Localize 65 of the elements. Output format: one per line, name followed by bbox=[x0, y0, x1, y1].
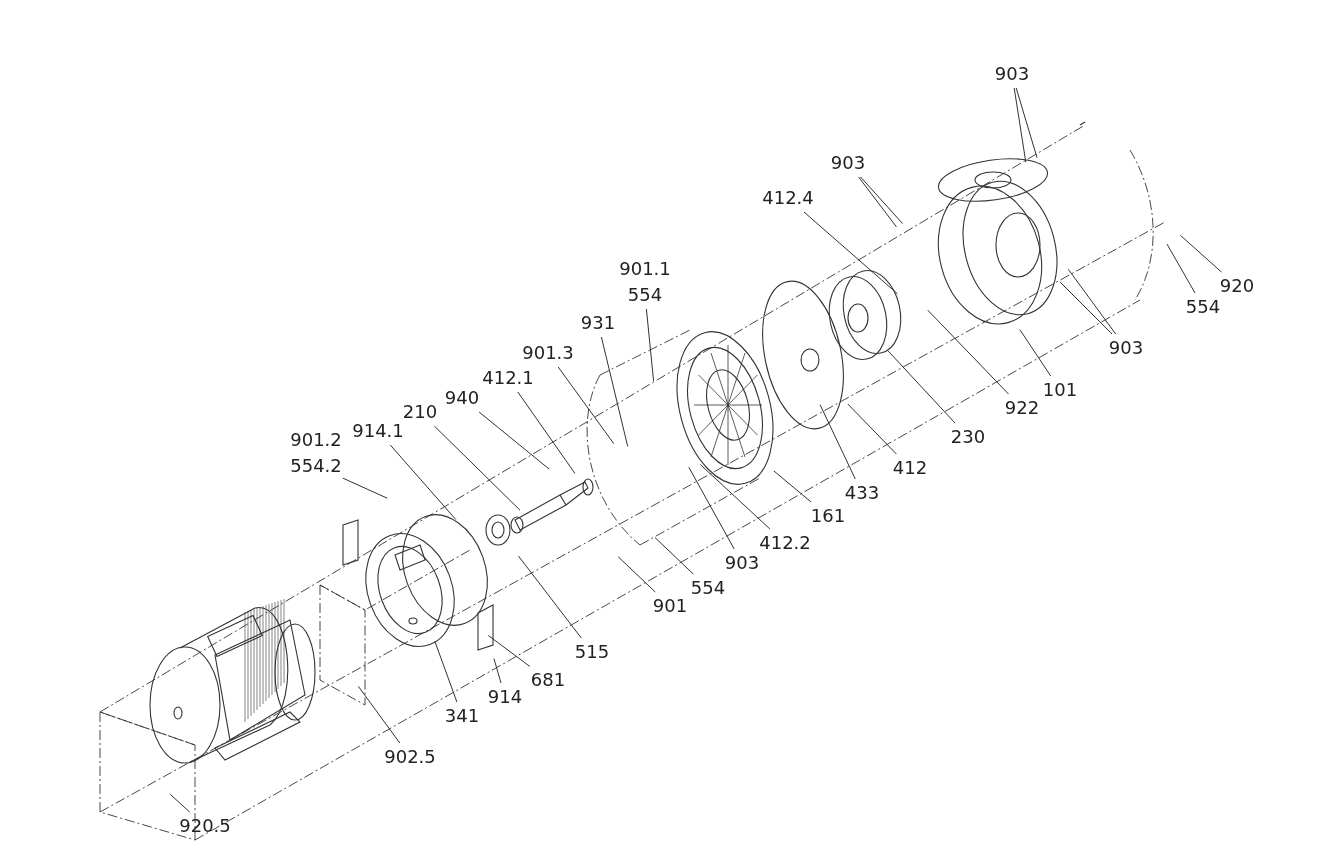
leader-line bbox=[927, 309, 1009, 395]
leader-line bbox=[169, 793, 191, 813]
callout-number: 554 bbox=[1185, 295, 1221, 319]
callout-number: 914.1 bbox=[352, 419, 404, 443]
leader-line bbox=[518, 555, 582, 639]
leader-line bbox=[860, 176, 904, 225]
leader-line bbox=[688, 466, 735, 550]
leader-line bbox=[1179, 234, 1222, 273]
leader-line bbox=[1166, 243, 1196, 294]
callout-number: 412.4 bbox=[762, 186, 814, 210]
callout-number: 681 bbox=[530, 668, 566, 692]
leader-line bbox=[487, 634, 531, 667]
callout-number: 341 bbox=[444, 704, 480, 728]
leader-line bbox=[342, 477, 388, 499]
callout-number: 903 bbox=[1108, 336, 1144, 360]
leader-line bbox=[1059, 281, 1113, 335]
callout-number: 412.1 bbox=[482, 366, 534, 390]
callout-number: 210 bbox=[402, 400, 438, 424]
leader-line bbox=[1067, 268, 1117, 335]
callout-number: 940 bbox=[444, 386, 480, 410]
callout-number: 920 bbox=[1219, 274, 1255, 298]
callout-number: 903 bbox=[724, 551, 760, 575]
leader-line bbox=[819, 404, 856, 480]
leader-line bbox=[389, 444, 457, 520]
callout-number: 901.2 bbox=[290, 428, 342, 452]
leader-line bbox=[434, 640, 458, 703]
leader-line bbox=[557, 366, 615, 445]
callout-number: 931 bbox=[580, 311, 616, 335]
callout-number: 412 bbox=[892, 456, 928, 480]
callout-number: 554 bbox=[627, 283, 663, 307]
leader-line bbox=[517, 391, 576, 474]
callout-number: 230 bbox=[950, 425, 986, 449]
leader-line bbox=[803, 211, 898, 295]
leader-line bbox=[433, 425, 521, 511]
callout-number: 515 bbox=[574, 640, 610, 664]
callout-number: 903 bbox=[830, 151, 866, 175]
leader-line bbox=[654, 537, 694, 575]
callout-number: 554 bbox=[690, 576, 726, 600]
leader-line bbox=[645, 308, 655, 382]
callout-number: 901.3 bbox=[522, 341, 574, 365]
leader-line bbox=[478, 411, 550, 470]
callout-number: 920.5 bbox=[179, 814, 231, 838]
callout-number: 902.5 bbox=[384, 745, 436, 769]
callout-number: 412.2 bbox=[759, 531, 811, 555]
callout-number: 901.1 bbox=[619, 257, 671, 281]
leader-line bbox=[699, 464, 771, 530]
leader-line bbox=[617, 556, 656, 593]
callout-number: 903 bbox=[994, 62, 1030, 86]
leader-line bbox=[773, 470, 812, 503]
callout-number: 554.2 bbox=[290, 454, 342, 478]
leader-line bbox=[357, 685, 401, 744]
leader-line bbox=[1013, 87, 1027, 163]
leader-line bbox=[493, 658, 502, 684]
leader-line bbox=[887, 349, 956, 424]
callout-number: 922 bbox=[1004, 396, 1040, 420]
leader-line bbox=[1019, 329, 1052, 377]
leader-line bbox=[1015, 87, 1038, 159]
callout-number: 161 bbox=[810, 504, 846, 528]
callout-number: 101 bbox=[1042, 378, 1078, 402]
callout-number: 914 bbox=[487, 685, 523, 709]
leader-line bbox=[600, 336, 629, 447]
callout-number: 433 bbox=[844, 481, 880, 505]
leader-line bbox=[847, 403, 897, 455]
leader-line bbox=[858, 176, 897, 228]
callout-number: 901 bbox=[652, 594, 688, 618]
